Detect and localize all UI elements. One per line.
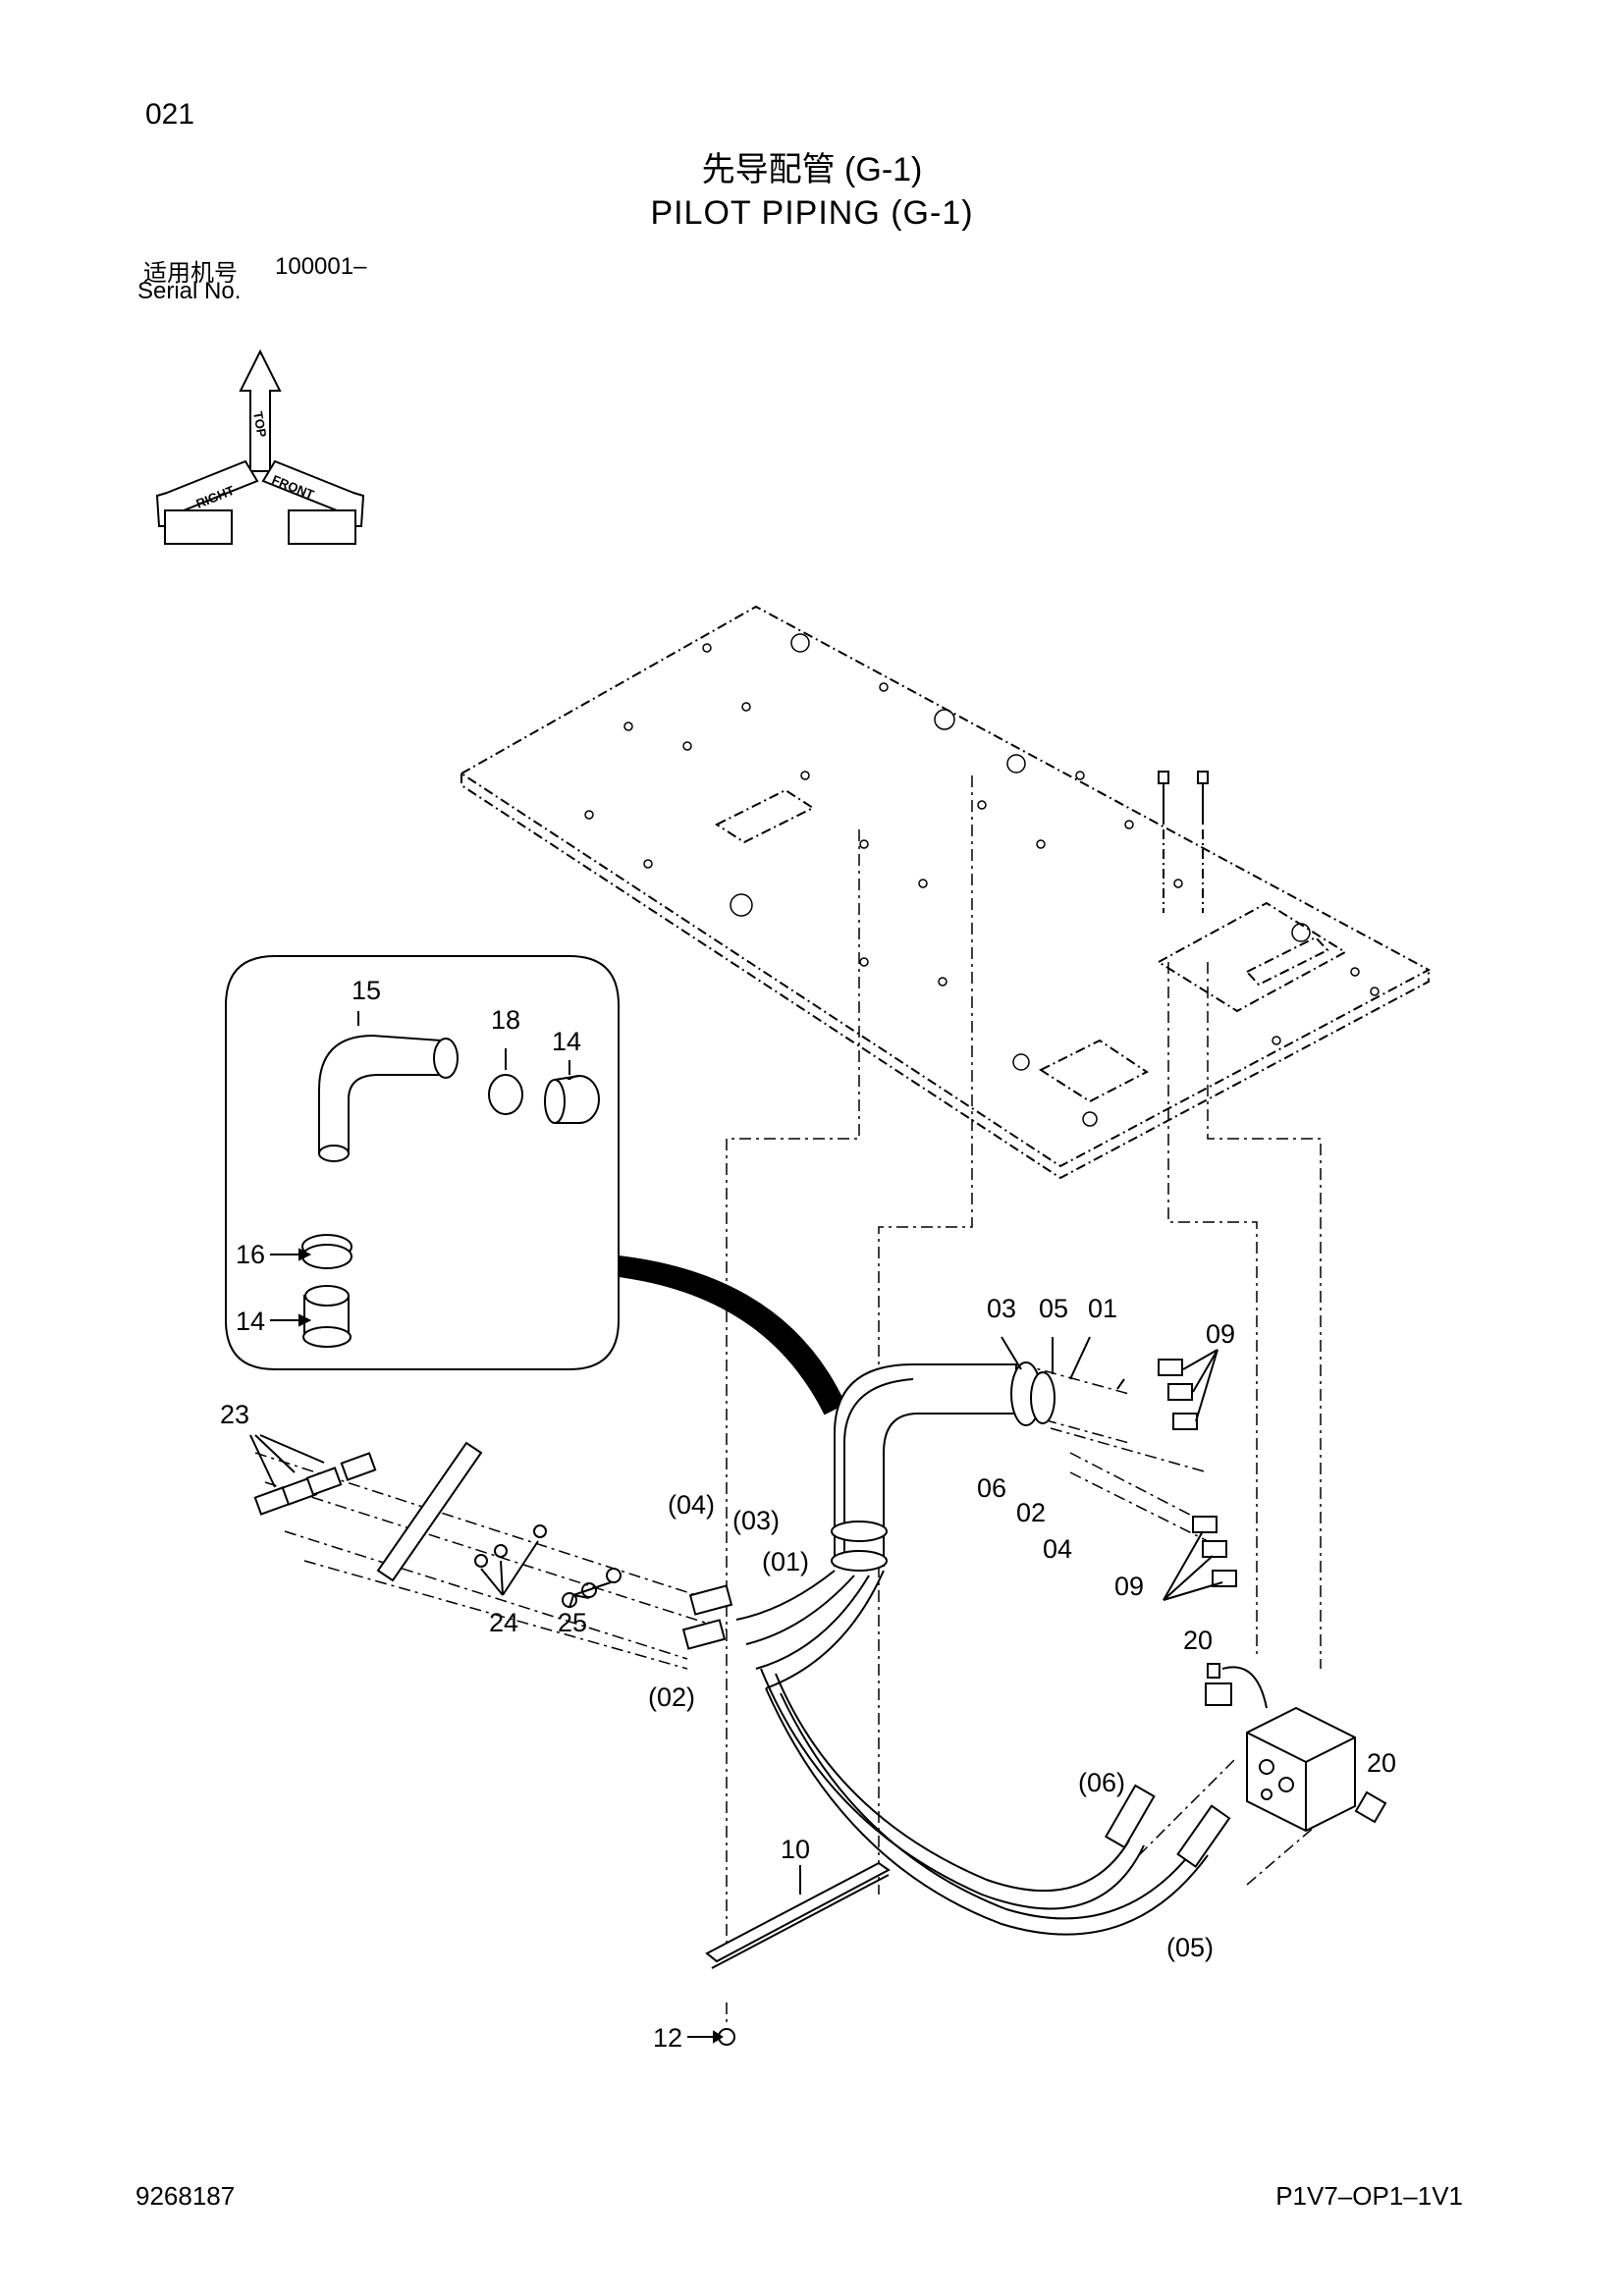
- orientation-arrows-icon: TOP RIGHT FRONT: [155, 348, 365, 545]
- label-03: 03: [987, 1294, 1016, 1323]
- page-number: 021: [145, 98, 195, 131]
- connector-fittings: [1001, 1336, 1237, 1601]
- part-labels: 15 18 14 16 14 23 24 25 03 05 01 09 06 0…: [220, 976, 1396, 2053]
- label-05: 05: [1039, 1294, 1068, 1323]
- label-15: 15: [352, 976, 381, 1005]
- label-04: 04: [1043, 1534, 1072, 1564]
- label-01: 01: [1088, 1294, 1117, 1323]
- document-code: P1V7–OP1–1V1: [1275, 2181, 1463, 2211]
- orientation-top-label: TOP: [250, 410, 269, 439]
- label-09-top: 09: [1206, 1319, 1235, 1349]
- bolts: [1158, 771, 1209, 913]
- label-01-ref: (01): [762, 1547, 809, 1576]
- valve-block: [1205, 1663, 1387, 1833]
- label-02-ref: (02): [648, 1682, 695, 1712]
- label-23: 23: [220, 1400, 249, 1429]
- floor-plate: [460, 605, 1432, 1180]
- label-05-ref: (05): [1166, 1933, 1214, 1962]
- page-title-chinese: 先导配管 (G-1): [701, 151, 923, 188]
- label-18: 18: [491, 1005, 520, 1035]
- page-title-english: PILOT PIPING (G-1): [650, 194, 974, 232]
- label-10: 10: [781, 1835, 810, 1864]
- serial-number-value: 100001–: [275, 253, 367, 280]
- detail-callout: [225, 955, 846, 1415]
- label-09-bottom: 09: [1114, 1572, 1144, 1601]
- serial-label-english: Serial No.: [137, 278, 242, 304]
- label-20-right: 20: [1367, 1748, 1396, 1778]
- label-14-top: 14: [552, 1027, 581, 1056]
- label-06-ref: (06): [1078, 1768, 1125, 1797]
- serial-label-chinese: 适用机号: [143, 260, 238, 287]
- label-20-left: 20: [1183, 1626, 1213, 1655]
- bracket-and-bolt: [687, 1861, 891, 2046]
- label-06: 06: [977, 1473, 1006, 1503]
- label-02: 02: [1016, 1498, 1046, 1527]
- label-24: 24: [489, 1608, 518, 1637]
- label-16: 16: [236, 1240, 265, 1269]
- label-14-bottom: 14: [236, 1307, 265, 1336]
- label-25: 25: [558, 1608, 587, 1637]
- fittings-group: [249, 1434, 733, 1650]
- label-12: 12: [653, 2023, 682, 2053]
- label-04-ref: (04): [668, 1490, 715, 1520]
- document-number: 9268187: [135, 2181, 236, 2211]
- hose-bundle: [735, 1362, 1231, 1936]
- plate-holes: [584, 633, 1380, 1127]
- label-03-ref: (03): [732, 1506, 780, 1535]
